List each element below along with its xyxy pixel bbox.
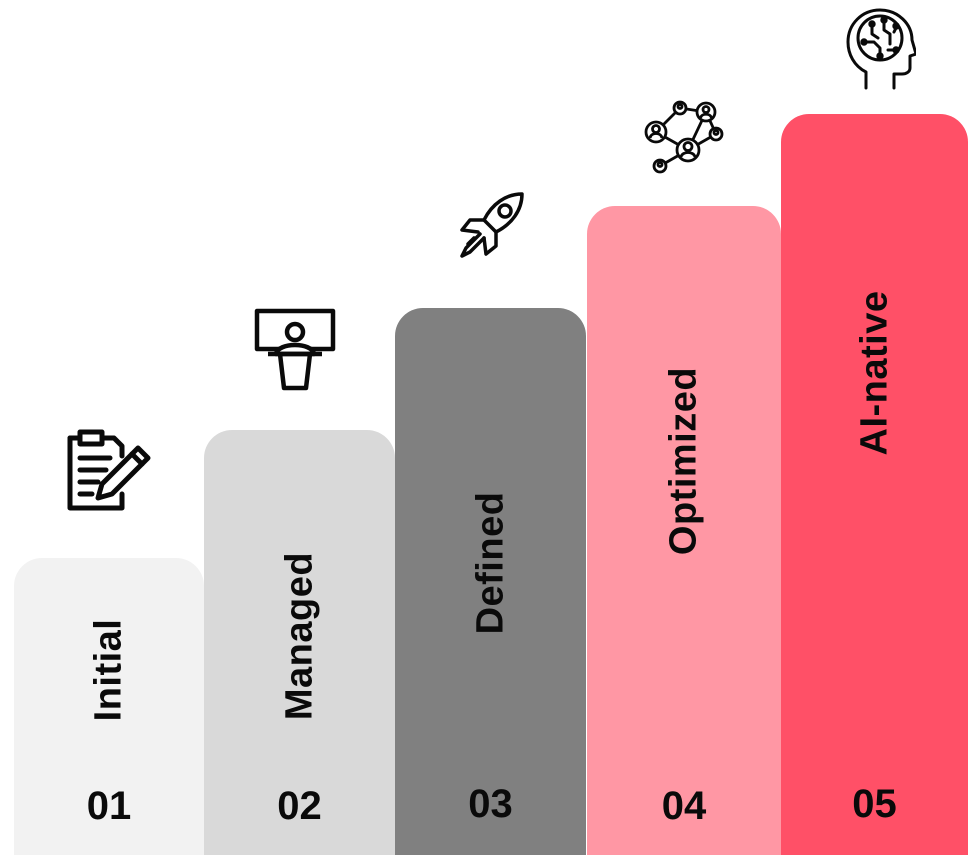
presenter-podium-icon xyxy=(254,308,336,392)
stage-number: 02 xyxy=(277,784,322,828)
stage-bar-initial: Initial 01 xyxy=(14,558,204,855)
stage-number: 04 xyxy=(661,784,707,828)
document-edit-icon xyxy=(62,428,152,512)
people-network-icon xyxy=(640,100,726,178)
stage-label: Initial xyxy=(87,618,130,722)
stage-label: Defined xyxy=(469,491,511,635)
stage-bar-managed: Managed 02 xyxy=(204,430,395,855)
stage-bar-optimized: Optimized 04 xyxy=(587,206,781,855)
stage-number: 05 xyxy=(852,782,897,826)
stage-number: 03 xyxy=(468,782,513,826)
stage-number: 01 xyxy=(86,784,132,828)
stage-label: Managed xyxy=(278,551,320,721)
rocket-icon xyxy=(456,190,528,260)
ai-head-circuit-icon xyxy=(846,8,916,92)
stage-label: Optimized xyxy=(662,366,705,556)
stage-label: AI-native xyxy=(853,290,895,456)
stage-bar-ai-native: AI-native 05 xyxy=(781,114,968,855)
stage-bar-defined: Defined 03 xyxy=(395,308,586,855)
